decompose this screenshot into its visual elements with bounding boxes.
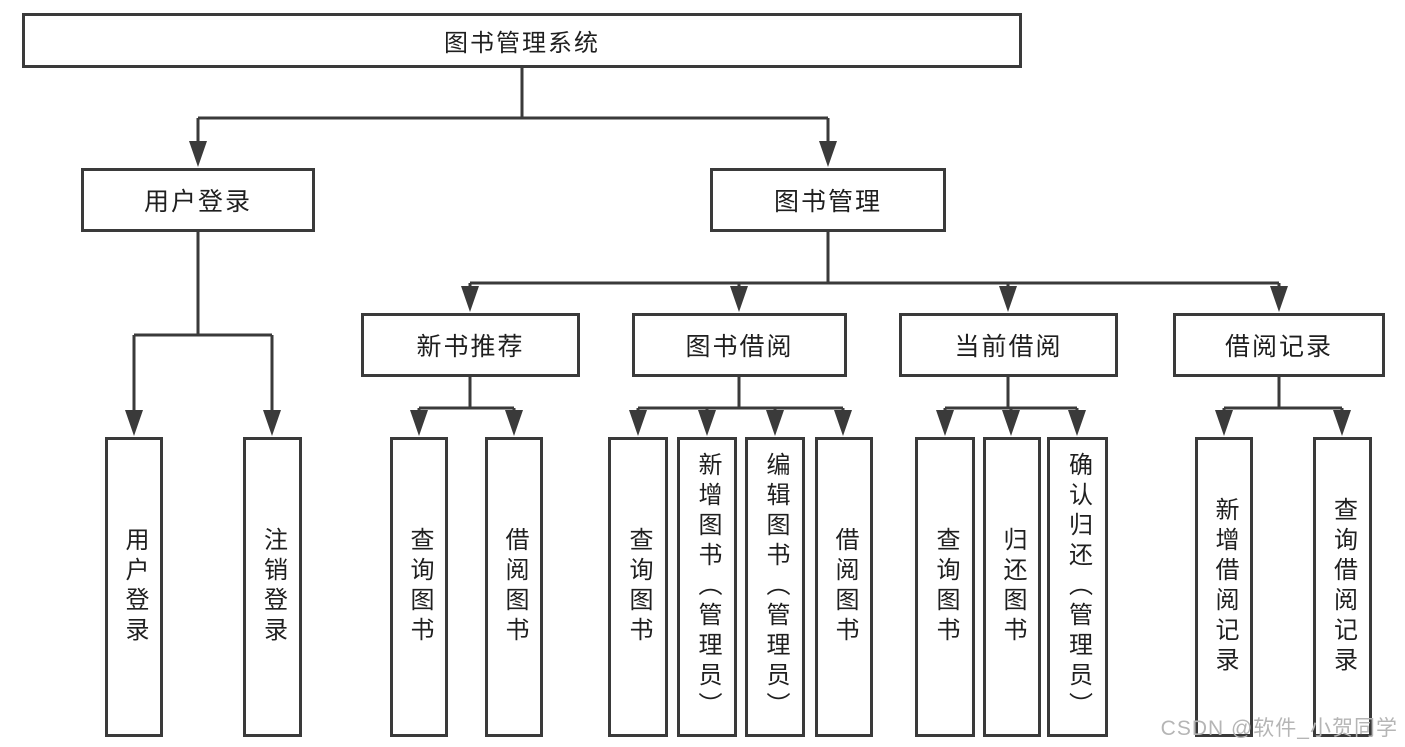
leaf-confirm-return-admin: 确认归还（管理员） (1047, 437, 1108, 737)
leaf-user-login: 用户登录 (105, 437, 163, 737)
leaf-borrow-books: 借阅图书 (815, 437, 873, 737)
node-borrow-records: 借阅记录 (1173, 313, 1385, 377)
leaf-query-books-recommend: 查询图书 (390, 437, 448, 737)
leaf-query-borrow-record: 查询借阅记录 (1313, 437, 1372, 737)
leaf-query-books-current: 查询图书 (915, 437, 975, 737)
node-book-borrow: 图书借阅 (632, 313, 847, 377)
node-new-book-recommend: 新书推荐 (361, 313, 580, 377)
leaf-logout: 注销登录 (243, 437, 302, 737)
leaf-return-book: 归还图书 (983, 437, 1041, 737)
node-library-system: 图书管理系统 (22, 13, 1022, 68)
leaf-query-books-borrow: 查询图书 (608, 437, 668, 737)
node-user-login: 用户登录 (81, 168, 315, 232)
node-current-borrow: 当前借阅 (899, 313, 1118, 377)
leaf-edit-book-admin: 编辑图书（管理员） (745, 437, 805, 737)
leaf-borrow-books-recommend: 借阅图书 (485, 437, 543, 737)
leaf-add-book-admin: 新增图书（管理员） (677, 437, 737, 737)
leaf-add-borrow-record: 新增借阅记录 (1195, 437, 1253, 737)
node-book-management: 图书管理 (710, 168, 946, 232)
